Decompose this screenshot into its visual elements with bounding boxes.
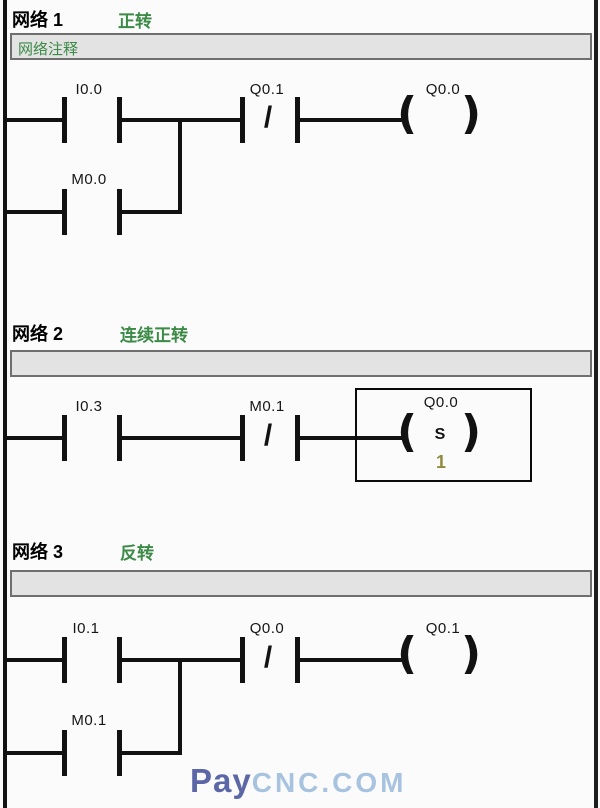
rung-line (122, 118, 242, 122)
nc-contact-bar[interactable] (295, 97, 300, 143)
nc-contact-bar[interactable] (240, 97, 245, 143)
contact-address-label[interactable]: I0.0 (75, 81, 103, 98)
no-contact-bar[interactable] (62, 415, 67, 461)
nc-contact-address-label[interactable]: M0.1 (249, 398, 285, 415)
set-coil-count-operand[interactable]: 1 (435, 452, 447, 472)
nc-contact-slash[interactable]: / (263, 101, 273, 134)
network3-comment-bar[interactable] (10, 570, 592, 597)
rung-line (3, 658, 67, 662)
network2-label: 网络 2 (12, 324, 64, 344)
nc-contact-bar[interactable] (295, 415, 300, 461)
left-power-rail (3, 0, 7, 808)
no-contact-bar[interactable] (117, 189, 122, 235)
nc-contact-bar[interactable] (295, 637, 300, 683)
rung-line (300, 118, 402, 122)
no-contact-bar[interactable] (62, 97, 67, 143)
no-contact-bar[interactable] (62, 189, 67, 235)
nc-contact-bar[interactable] (240, 415, 245, 461)
coil-open-paren[interactable]: ( (396, 628, 418, 679)
coil-close-paren[interactable]: ) (460, 88, 482, 139)
no-contact-bar[interactable] (117, 97, 122, 143)
coil-open-paren[interactable]: ( (396, 88, 418, 139)
watermark-primary-text: Pay (190, 762, 252, 799)
no-contact-bar[interactable] (117, 415, 122, 461)
branch-rung-line (3, 751, 67, 755)
branch-contact-address-label[interactable]: M0.0 (71, 171, 107, 188)
coil-close-paren[interactable]: ) (460, 628, 482, 679)
nc-contact-address-label[interactable]: Q0.0 (249, 620, 285, 637)
nc-contact-bar[interactable] (240, 637, 245, 683)
rung-line (300, 658, 402, 662)
right-border-line (594, 0, 598, 808)
nc-contact-slash[interactable]: / (263, 419, 273, 452)
set-coil-function-letter[interactable]: S (434, 426, 446, 443)
branch-rung-line (122, 751, 182, 755)
no-contact-bar[interactable] (62, 730, 67, 776)
nc-contact-slash[interactable]: / (263, 641, 273, 674)
network1-comment-bar[interactable]: 网络注释 (10, 33, 592, 60)
no-contact-bar[interactable] (117, 637, 122, 683)
network2-comment-bar[interactable] (10, 350, 592, 377)
rung-line (3, 436, 67, 440)
rung-line (122, 658, 242, 662)
contact-address-label[interactable]: I0.1 (72, 620, 100, 637)
set-coil-open-paren[interactable]: ( (396, 406, 418, 457)
network1-label: 网络 1 (12, 10, 64, 30)
contact-address-label[interactable]: I0.3 (75, 398, 103, 415)
nc-contact-address-label[interactable]: Q0.1 (249, 81, 285, 98)
rung-line (300, 436, 402, 440)
selection-box[interactable] (355, 388, 532, 482)
coil-address-label[interactable]: Q0.0 (425, 81, 461, 98)
network3-label: 网络 3 (12, 542, 64, 562)
set-coil-address-label[interactable]: Q0.0 (423, 394, 459, 411)
no-contact-bar[interactable] (62, 637, 67, 683)
network3-title[interactable]: 反转 (120, 544, 154, 563)
branch-rung-line (3, 210, 67, 214)
no-contact-bar[interactable] (117, 730, 122, 776)
rung-line (3, 118, 67, 122)
set-coil-close-paren[interactable]: ) (460, 406, 482, 457)
network2-title[interactable]: 连续正转 (120, 326, 188, 345)
network1-title[interactable]: 正转 (118, 12, 152, 31)
coil-address-label[interactable]: Q0.1 (425, 620, 461, 637)
rung-line (122, 436, 242, 440)
branch-connector-line (178, 660, 182, 755)
branch-contact-address-label[interactable]: M0.1 (71, 712, 107, 729)
watermark-secondary-text: CNC.COM (251, 767, 407, 798)
branch-connector-line (178, 120, 182, 214)
branch-rung-line (122, 210, 182, 214)
